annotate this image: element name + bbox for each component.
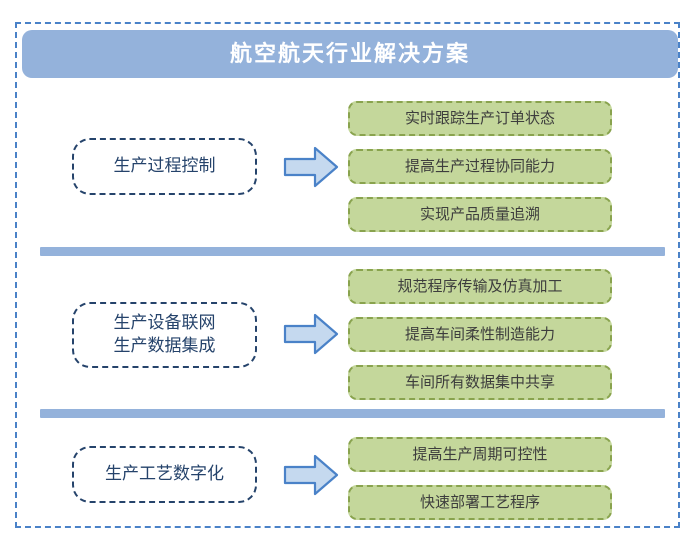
right-arrow-icon-3 xyxy=(283,453,339,497)
category-box-1[interactable]: 生产过程控制 xyxy=(72,138,257,195)
category-box-2[interactable]: 生产设备联网 生产数据集成 xyxy=(72,302,257,368)
item-box-1-1[interactable]: 实时跟踪生产订单状态 xyxy=(348,101,612,136)
section-divider-1 xyxy=(40,247,665,256)
item-label-2-3: 车间所有数据集中共享 xyxy=(404,374,555,391)
category-box-3[interactable]: 生产工艺数字化 xyxy=(72,446,257,503)
diagram-title-banner: 航空航天行业解决方案 xyxy=(22,30,678,78)
item-box-2-1[interactable]: 规范程序传输及仿真加工 xyxy=(348,269,612,304)
item-label-2-2: 提高车间柔性制造能力 xyxy=(404,326,555,343)
right-arrow-icon-1 xyxy=(283,145,339,189)
item-label-3-1: 提高生产周期可控性 xyxy=(412,446,548,463)
diagram-outer-frame xyxy=(15,22,680,528)
item-label-3-2: 快速部署工艺程序 xyxy=(419,494,540,511)
category-label-3: 生产工艺数字化 xyxy=(105,464,224,484)
category-label-2: 生产设备联网 生产数据集成 xyxy=(113,313,216,355)
item-box-3-2[interactable]: 快速部署工艺程序 xyxy=(348,485,612,520)
item-box-1-2[interactable]: 提高生产过程协同能力 xyxy=(348,149,612,184)
item-label-1-2: 提高生产过程协同能力 xyxy=(404,158,555,175)
item-box-2-2[interactable]: 提高车间柔性制造能力 xyxy=(348,317,612,352)
item-box-3-1[interactable]: 提高生产周期可控性 xyxy=(348,437,612,472)
item-label-2-1: 规范程序传输及仿真加工 xyxy=(397,278,563,295)
right-arrow-icon-2 xyxy=(283,312,339,356)
page-title: 航空航天行业解决方案 xyxy=(229,41,470,66)
category-label-1: 生产过程控制 xyxy=(113,156,216,176)
item-box-1-3[interactable]: 实现产品质量追溯 xyxy=(348,197,612,232)
item-label-1-1: 实时跟踪生产订单状态 xyxy=(404,110,555,127)
item-box-2-3[interactable]: 车间所有数据集中共享 xyxy=(348,365,612,400)
section-divider-2 xyxy=(40,409,665,418)
item-label-1-3: 实现产品质量追溯 xyxy=(419,206,540,223)
